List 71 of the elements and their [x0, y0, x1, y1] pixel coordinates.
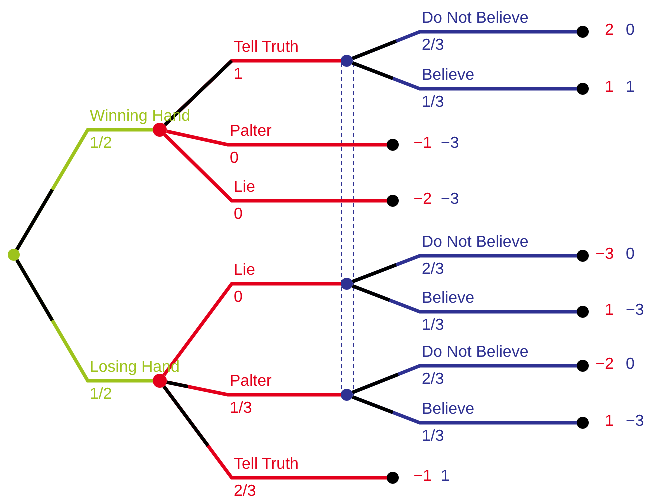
edge-label: Tell Truth	[234, 456, 299, 474]
payoff-value: 0	[626, 22, 635, 40]
terminal-node	[577, 83, 589, 95]
edge-label: Believe	[422, 401, 474, 419]
tree-branch	[16, 259, 153, 383]
terminal-node	[387, 195, 399, 207]
payoff-value: −2	[414, 191, 432, 209]
probability-label: 2/3	[422, 261, 444, 279]
decision-node	[341, 389, 353, 401]
tree-branch	[16, 128, 153, 251]
tree-branch	[166, 380, 341, 397]
tree-branch	[352, 396, 577, 425]
probability-label: 2/3	[234, 483, 256, 498]
probability-label: 2/3	[422, 37, 444, 55]
tree-branch	[164, 134, 387, 203]
edge-label: Tell Truth	[234, 39, 299, 57]
terminal-node	[577, 250, 589, 262]
payoff-value: 1	[441, 468, 450, 486]
payoff-value: −3	[441, 191, 460, 209]
terminal-node	[577, 26, 589, 38]
tree-branch	[352, 62, 577, 91]
edge-label: Palter	[230, 123, 272, 141]
decision-node	[153, 374, 167, 388]
tree-branch	[162, 282, 341, 376]
tree-branch	[352, 254, 577, 284]
probability-label: 1/2	[90, 386, 112, 404]
decision-node	[8, 249, 20, 261]
edge-label: Do Not Believe	[422, 344, 529, 362]
payoff-value: −1	[414, 135, 432, 153]
payoff-value: 1	[626, 79, 635, 97]
payoff-value: 1	[605, 413, 614, 431]
payoff-value: −2	[596, 356, 614, 374]
tree-branch	[352, 284, 577, 314]
terminal-node	[387, 472, 399, 484]
tree-branch	[164, 59, 341, 126]
probability-label: 1/3	[422, 317, 444, 335]
edge-label: Lie	[234, 262, 256, 280]
tree-branch	[166, 130, 387, 147]
probability-label: 1/3	[230, 400, 252, 418]
edge-label: Lie	[234, 179, 256, 197]
tree-branch	[352, 364, 577, 394]
probability-label: 0	[230, 150, 239, 168]
payoff-value: 0	[626, 246, 635, 264]
terminal-node	[577, 360, 589, 372]
probability-label: 1/3	[422, 94, 444, 112]
payoff-value: 1	[605, 302, 614, 320]
edge-label: Do Not Believe	[422, 234, 529, 252]
probability-label: 1/3	[422, 428, 444, 446]
terminal-node	[577, 306, 589, 318]
edge-label: Do Not Believe	[422, 10, 529, 28]
decision-node	[341, 278, 353, 290]
probability-label: 2/3	[422, 371, 444, 389]
payoff-value: −1	[414, 468, 432, 486]
probability-label: 0	[234, 206, 243, 224]
payoff-value: 1	[605, 79, 614, 97]
edge-label: Believe	[422, 67, 474, 85]
payoff-value: −3	[441, 135, 460, 153]
decision-node	[153, 123, 167, 137]
payoff-value: 0	[626, 356, 635, 374]
payoff-value: 2	[605, 22, 614, 40]
edge-label: Palter	[230, 373, 272, 391]
decision-node	[341, 55, 353, 67]
probability-label: 1/2	[90, 135, 112, 153]
payoff-value: −3	[626, 302, 644, 320]
edge-label: Believe	[422, 290, 474, 308]
terminal-node	[577, 417, 589, 429]
probability-label: 0	[234, 289, 243, 307]
payoff-value: −3	[626, 413, 644, 431]
terminal-node	[387, 139, 399, 151]
payoff-value: −3	[596, 246, 614, 264]
probability-label: 1	[234, 66, 243, 84]
